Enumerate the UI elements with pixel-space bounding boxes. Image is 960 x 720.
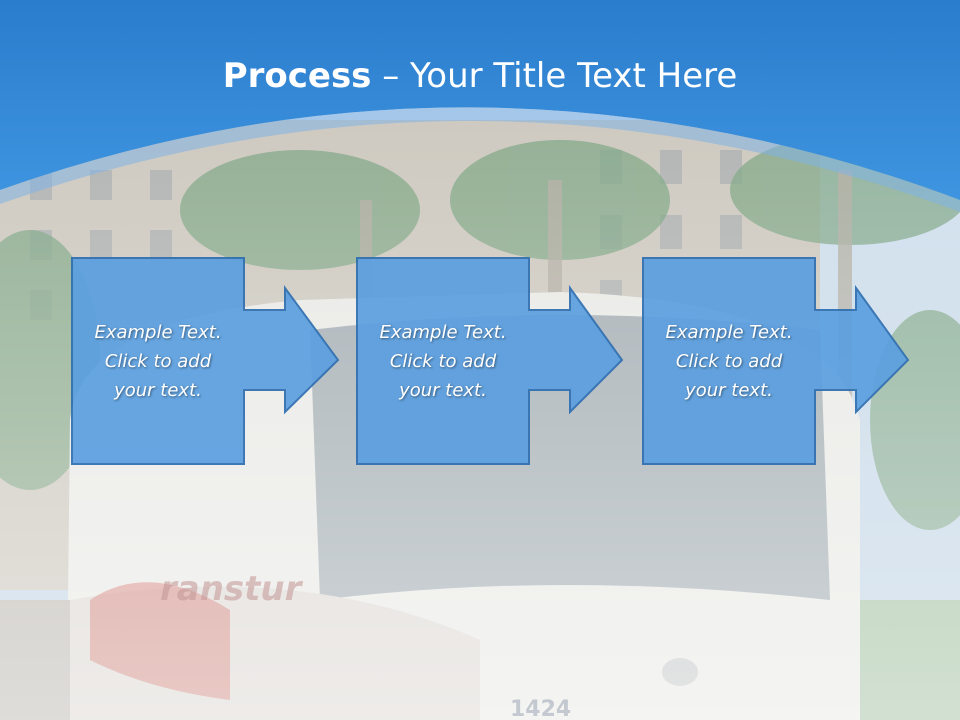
process-step-1-text: Example Text. Click to add your text. <box>72 258 244 464</box>
step-text-line: Click to add <box>389 350 497 372</box>
slide-title-bold: Process <box>222 56 372 96</box>
process-step-2-text: Example Text. Click to add your text. <box>357 258 529 464</box>
step-text-line: your text. <box>399 379 487 401</box>
step-text-line: Example Text. <box>379 321 507 343</box>
slide-title[interactable]: Process – Your Title Text Here <box>0 48 960 104</box>
slide-title-rest: – Your Title Text Here <box>371 56 738 96</box>
step-text-line: Click to add <box>104 350 212 372</box>
step-text-line: Click to add <box>675 350 783 372</box>
process-step-3-text: Example Text. Click to add your text. <box>643 258 815 464</box>
step-text-line: Example Text. <box>94 321 222 343</box>
step-text-line: your text. <box>114 379 202 401</box>
step-text-line: your text. <box>685 379 773 401</box>
step-text-line: Example Text. <box>665 321 793 343</box>
